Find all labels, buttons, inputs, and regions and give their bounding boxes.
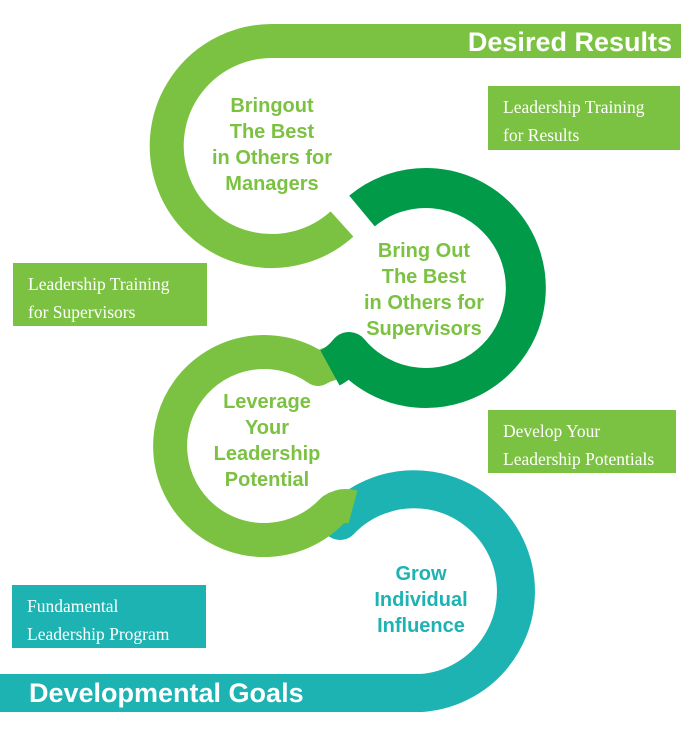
node-label-supervisors: Bring Out The Best in Others for Supervi… [363,240,484,340]
label-box-leadership-training-supervisors: Leadership Training for Supervisors [13,263,207,326]
label-box-leadership-training-results: Leadership Training for Results [488,86,680,150]
path-segment-leverage-ring [153,335,361,557]
node-label-leverage: Leverage Your Leadership Potential [213,391,321,491]
banner-desired-results: Desired Results [467,27,672,57]
label-box-develop-your-leadership-potentials: Develop Your Leadership Potentials [488,410,676,473]
node-label-grow: Grow Individual Influence [374,563,468,637]
path-segment-desired-results [149,23,681,268]
label-box-fundamental-leadership-program: Fundamental Leadership Program [12,585,206,648]
banner-developmental-goals: Developmental Goals [29,678,304,708]
path-segment-supervisors-ring [320,168,546,408]
node-label-managers: Bringout The Best in Others for Managers [211,95,332,195]
